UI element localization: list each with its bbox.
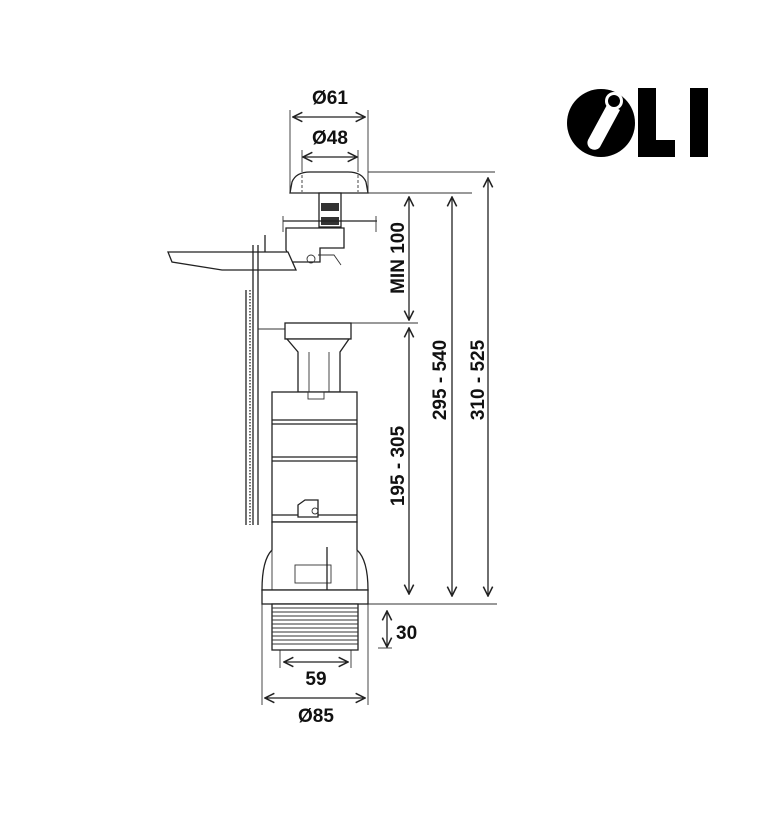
dim-thread-length: 30	[396, 623, 417, 644]
dim-overall-height-a: 295 - 540	[430, 340, 451, 420]
valve-body	[167, 171, 377, 651]
dim-base-diameter: Ø85	[298, 706, 334, 727]
oli-logo	[567, 88, 708, 157]
dim-thread-diameter: 59	[305, 669, 326, 690]
dim-min-clearance: MIN 100	[388, 222, 409, 294]
dim-top-inner-diameter: Ø48	[312, 128, 348, 149]
dim-overall-height-b: 310 - 525	[468, 339, 489, 420]
extension-lines	[261, 110, 497, 705]
dim-valve-height: 195 - 305	[388, 425, 409, 506]
dim-top-outer-diameter: Ø61	[312, 88, 348, 109]
thread-lines	[272, 607, 358, 645]
dimension-arrows	[265, 117, 488, 698]
